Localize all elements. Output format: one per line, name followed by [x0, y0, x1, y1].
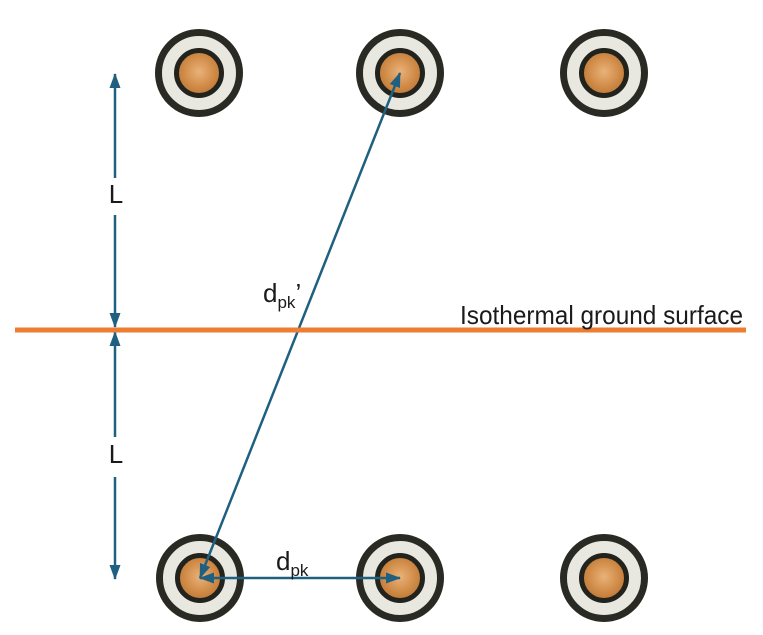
cable-spacing-label-subscript: pk — [290, 561, 308, 580]
cable-cross-section — [155, 29, 243, 117]
image-distance-label-prime: ’ — [295, 278, 301, 308]
image-distance-line — [198, 72, 402, 579]
image-distance-label-subscript: pk — [277, 293, 295, 312]
cable-cross-section — [560, 29, 648, 117]
cable-cross-section — [560, 534, 648, 622]
ground-surface-label: Isothermal ground surface — [460, 300, 743, 330]
depth-label-upper: L — [109, 179, 123, 209]
cable-spacing-label-base: d — [276, 546, 290, 576]
image-distance-label: dpk’ — [263, 278, 301, 312]
cable-copper-core — [579, 553, 629, 603]
image-distance-label-base: d — [263, 278, 277, 308]
depth-dimension-lower: L — [109, 331, 123, 580]
cable-copper-core — [174, 48, 224, 98]
cable-spacing-label: dpk — [276, 546, 309, 580]
depth-dimension-upper: L — [109, 73, 123, 328]
depth-label-lower: L — [109, 439, 123, 469]
cable-copper-core — [579, 48, 629, 98]
